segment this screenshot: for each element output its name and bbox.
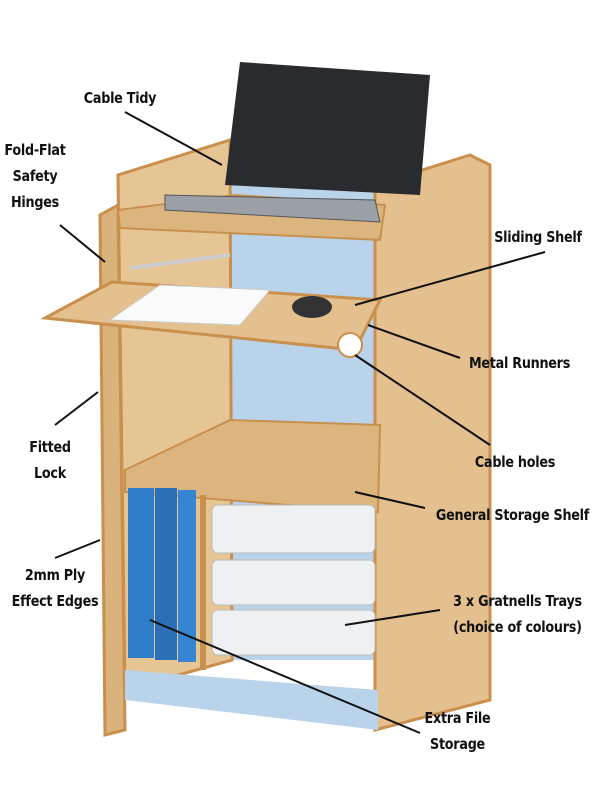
plinth xyxy=(125,670,378,730)
laptop-screen xyxy=(225,62,430,195)
tray xyxy=(211,504,376,554)
label-fitted-lock-2: Lock xyxy=(34,464,66,482)
label-cable-holes: Cable holes xyxy=(474,453,556,471)
label-edges-2: Effect Edges xyxy=(11,592,99,610)
right-side-panel xyxy=(373,153,492,732)
label-hinges-2: Safety xyxy=(12,167,58,185)
label-file-storage-1: Extra File xyxy=(424,709,491,727)
tray xyxy=(211,609,376,656)
label-trays-2: (choice of colours) xyxy=(453,618,582,636)
tray xyxy=(211,559,376,606)
label-sliding-shelf: Sliding Shelf xyxy=(494,228,582,246)
label-hinges-1: Fold-Flat xyxy=(4,141,66,159)
label-metal-runners: Metal Runners xyxy=(468,354,571,372)
label-fitted-lock-1: Fitted xyxy=(29,438,71,456)
leader-lines xyxy=(54,111,546,734)
file-binder xyxy=(128,488,154,658)
label-trays-1: 3 x Gratnells Trays xyxy=(453,592,582,610)
label-hinges-3: Hinges xyxy=(11,193,59,211)
cable-hole xyxy=(337,332,363,358)
label-edges-1: 2mm Ply xyxy=(24,566,86,584)
laptop-base xyxy=(164,194,381,223)
label-file-storage-2: Storage xyxy=(430,735,485,753)
mouse xyxy=(292,296,332,318)
notepad xyxy=(108,284,272,326)
general-storage-shelf xyxy=(124,418,382,514)
label-cable-tidy: Cable Tidy xyxy=(83,89,157,107)
file-binder xyxy=(155,488,177,660)
metal-runner xyxy=(129,253,231,270)
label-general-storage-shelf: General Storage Shelf xyxy=(435,506,590,524)
file-binder xyxy=(178,490,196,662)
